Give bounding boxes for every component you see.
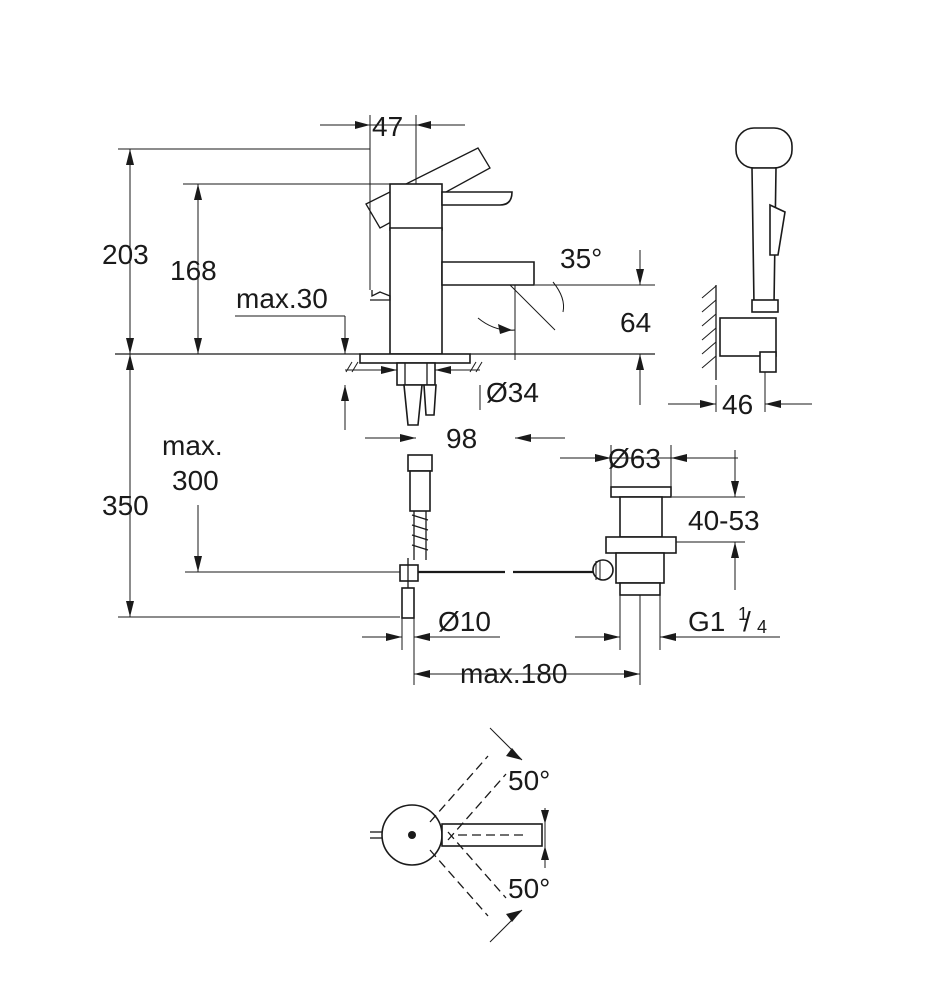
label-max-300-line1: max. (162, 430, 223, 461)
faucet-side-view (115, 115, 655, 426)
label-47: 47 (372, 111, 403, 142)
label-thread-numerator: 1 (738, 604, 748, 624)
label-dia-34: Ø34 (486, 377, 539, 408)
label-50-degrees-bottom: 50° (508, 873, 550, 904)
label-max-300-line2: 300 (172, 465, 219, 496)
label-dia-10: Ø10 (438, 606, 491, 637)
label-98: 98 (446, 423, 477, 454)
label-168: 168 (170, 255, 217, 286)
label-350: 350 (102, 490, 149, 521)
supply-hose (399, 454, 598, 619)
label-thread-denominator: 4 (757, 617, 767, 637)
label-max-180: max.180 (460, 658, 567, 689)
label-203: 203 (102, 239, 149, 270)
label-64: 64 (620, 307, 651, 338)
label-max-30: max.30 (236, 283, 328, 314)
label-thread-slash: / (743, 606, 751, 637)
label-46: 46 (722, 389, 753, 420)
dimension-labels: 47 203 168 max.30 35° 64 Ø34 98 max. 300… (102, 111, 767, 904)
waste-fitting (592, 486, 677, 596)
hand-shower-view (701, 127, 793, 412)
label-50-degrees-top: 50° (508, 765, 550, 796)
label-40-53: 40-53 (688, 505, 760, 536)
label-35-degrees: 35° (560, 243, 602, 274)
label-g1: G1 (688, 606, 725, 637)
label-dia-63: Ø63 (608, 443, 661, 474)
dimension-lines (118, 121, 812, 922)
top-view (370, 727, 546, 943)
